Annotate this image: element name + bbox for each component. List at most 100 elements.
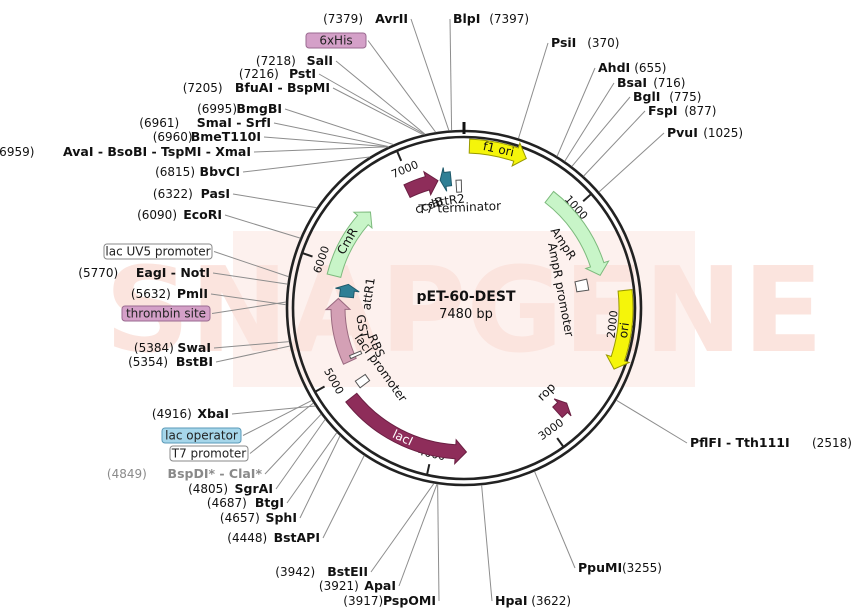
site-bstapi: (4448) BstAPI — [227, 530, 320, 545]
site-leader — [571, 96, 631, 167]
site-position: (3942) — [275, 565, 315, 579]
site-bfuai-bspmi: (7205)BfuAI - BspMI — [183, 80, 330, 95]
feature-gst-label: GST — [353, 313, 371, 340]
boxed-label-leader — [249, 402, 314, 454]
site-position: (6815) — [155, 165, 195, 179]
watermark-text: SNAPGENE — [105, 241, 823, 379]
site-name: AhdI — [598, 60, 630, 75]
feature-laci-arrow — [345, 392, 468, 466]
site-name: BmgBI — [236, 101, 282, 116]
tick-4000 — [425, 463, 431, 476]
site-psii: PsiI(370) — [551, 35, 619, 50]
site-position: (4805) — [188, 482, 228, 496]
site-name: AvrII — [375, 11, 408, 26]
backbone-inner-circle — [291, 135, 637, 481]
site-position: (3921) — [319, 579, 359, 593]
feature-attr2-arrow — [439, 167, 453, 192]
boxed-label-frame — [169, 445, 249, 462]
site-leader — [598, 132, 665, 193]
boxed-label-lac-uv5-promoter: lac UV5 promoter — [103, 243, 213, 260]
site-leader — [284, 108, 394, 146]
site-name: XbaI — [197, 406, 229, 421]
site-pmli: (5632)PmlI — [131, 286, 208, 301]
site-position: (4657) — [220, 511, 260, 525]
feature-t7-terminator-label: T7 terminator — [417, 199, 501, 216]
boxed-label-lac-operator: lac operator — [161, 427, 242, 444]
site-name: SphI — [265, 510, 297, 525]
site-leader — [232, 193, 317, 209]
site-name: SalI — [307, 53, 333, 68]
backbone — [285, 122, 643, 487]
site-pflfi-tth111i: PflFI - Tth111I(2518) — [690, 435, 852, 450]
site-position: (6959) — [0, 145, 34, 159]
boxed-label-text: lac UV5 promoter — [105, 245, 210, 259]
site-leader — [410, 18, 450, 131]
boxed-label-frame — [121, 305, 211, 322]
site-leader — [224, 214, 301, 239]
site-leader — [398, 483, 438, 587]
site-leader — [275, 419, 326, 490]
site-name: SwaI — [177, 340, 211, 355]
site-position: (7216) — [239, 67, 279, 81]
site-name: HpaI — [495, 593, 528, 608]
site-xbai: (4916)XbaI — [152, 406, 229, 421]
site-position: (6322) — [153, 187, 193, 201]
site-name: BtgI — [255, 495, 284, 510]
site-position: (5384) — [134, 341, 174, 355]
boxed-label-text: thrombin site — [126, 307, 206, 321]
site-leader — [215, 345, 291, 363]
site-name: BstBI — [176, 354, 213, 369]
site-bsteii: (3942)BstEII — [275, 564, 368, 579]
site-leader — [210, 293, 287, 306]
site-position: (4448) — [227, 531, 267, 545]
site-leader — [517, 42, 549, 139]
feature-attr1-arrow — [335, 283, 360, 299]
site-sali: (7218)SalI — [256, 53, 333, 68]
site-position: (877) — [684, 104, 716, 118]
site-bmet110i: (6960)BmeT110I — [153, 129, 261, 144]
site-position: (4687) — [207, 496, 247, 510]
plasmid-length: 7480 bp — [439, 307, 493, 322]
site-position: (7205) — [183, 81, 223, 95]
site-leader — [273, 122, 389, 148]
feature-ampr-arrow — [544, 190, 610, 277]
site-position: (7397) — [489, 12, 529, 26]
site-leader — [534, 471, 576, 569]
site-bmgbi: (6995)BmgBI — [197, 101, 282, 116]
boxed-label-text: lac operator — [165, 429, 238, 443]
site-sphi: (4657) SphI — [220, 510, 297, 525]
site-ppumi: PpuMI(3255) — [578, 560, 662, 575]
site-name: SgrAI — [235, 481, 273, 496]
tick-7000 — [395, 150, 403, 162]
site-apai: (3921)ApaI — [319, 578, 396, 593]
site-name: BstAPI — [274, 530, 320, 545]
feature-f1-ori-arrow — [468, 138, 527, 167]
site-name: SmaI - SrfI — [197, 115, 271, 130]
site-name: BspDI* - ClaI* — [168, 466, 263, 481]
site-fspi: FspI(877) — [648, 103, 716, 118]
site-name: PflFI - Tth111I — [690, 435, 790, 450]
site-name: EcoRI — [183, 207, 222, 222]
site-position: (5354) — [128, 355, 168, 369]
tick-label: 3000 — [536, 416, 566, 443]
site-avai-bsobi-tspmi-xmai: (6959)AvaI - BsoBI - TspMI - XmaI — [0, 144, 251, 159]
site-leader — [264, 413, 322, 475]
feature-cmr-arrow — [326, 211, 373, 278]
site-swai: (5384)SwaI — [134, 340, 211, 355]
tick-3000 — [556, 437, 565, 448]
site-leader — [253, 146, 389, 153]
site-position: (5632) — [131, 287, 171, 301]
boxed-label-leader — [367, 40, 437, 133]
site-pspomi: (3917)PspOMI — [343, 593, 436, 608]
site-bstbi: (5354) BstBI — [128, 354, 213, 369]
site-leader — [242, 156, 370, 173]
site-psti: (7216)PstI — [239, 66, 316, 81]
feature-f1-ori-label: f1 ori — [482, 139, 516, 159]
tick-label: 7000 — [390, 158, 421, 181]
boxed-label-thrombin-site: thrombin site — [121, 305, 211, 322]
site-avrii: (7379)AvrII — [323, 11, 408, 26]
site-position: (3622) — [531, 594, 571, 608]
